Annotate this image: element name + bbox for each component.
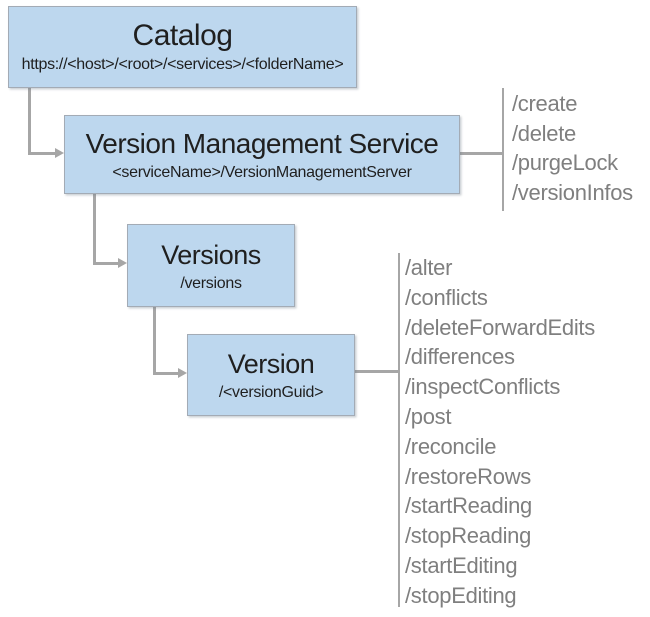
node-version: Version /<versionGuid>	[187, 334, 355, 416]
node-catalog: Catalog https://<host>/<root>/<services>…	[8, 6, 357, 88]
node-subtitle: https://<host>/<root>/<services>/<folder…	[21, 56, 344, 73]
operations-rule-service	[502, 88, 504, 211]
connector-service-to-versions-vertical	[93, 194, 96, 263]
operation-label: /versionInfos	[512, 179, 633, 205]
operation-label: /stopReading	[405, 523, 532, 549]
operation-label: /purgeLock	[512, 150, 618, 176]
operation-label: /create	[512, 91, 578, 116]
arrowhead-icon	[178, 368, 187, 378]
operation-label: /delete	[512, 120, 576, 146]
node-subtitle: /<versionGuid>	[218, 384, 324, 401]
operations-rule-version	[398, 253, 400, 607]
operation-label: /startEditing	[405, 552, 518, 578]
node-subtitle: /versions	[180, 274, 242, 292]
operation-label: /differences	[405, 344, 515, 370]
operation-label: /post	[405, 403, 452, 429]
operation-label: /deleteForwardEdits	[405, 314, 595, 340]
connector-service-to-operations	[460, 152, 503, 155]
node-title: Versions	[161, 239, 261, 270]
connector-version-to-operations	[355, 370, 399, 373]
arrowhead-icon	[118, 258, 127, 268]
operation-label: /reconcile	[405, 433, 497, 459]
operation-label: /alter	[405, 255, 453, 280]
connector-catalog-to-service-vertical	[28, 87, 31, 153]
node-title: Version Management Service	[85, 127, 439, 159]
operation-label: /stopEditing	[405, 582, 517, 608]
connector-versions-to-version-horizontal	[153, 372, 179, 375]
node-versions: Versions /versions	[127, 224, 295, 307]
node-title: Catalog	[132, 19, 233, 52]
connector-catalog-to-service-horizontal	[28, 152, 56, 155]
connector-service-to-versions-horizontal	[93, 262, 119, 265]
operation-label: /restoreRows	[405, 463, 531, 489]
operation-label: /startReading	[405, 493, 532, 519]
arrowhead-icon	[55, 148, 64, 158]
operation-label: /inspectConflicts	[405, 374, 561, 400]
node-title: Version	[227, 349, 315, 379]
node-version-management-service: Version Management Service <serviceName>…	[64, 115, 460, 194]
operation-label: /conflicts	[405, 284, 488, 310]
operations-list-version: /alter/conflicts/deleteForwardEdits/diff…	[405, 253, 595, 611]
node-subtitle: <serviceName>/VersionManagementServer	[112, 163, 412, 181]
connector-versions-to-version-vertical	[153, 307, 156, 373]
operations-list-service: /create/delete/purgeLock/versionInfos	[512, 89, 633, 207]
